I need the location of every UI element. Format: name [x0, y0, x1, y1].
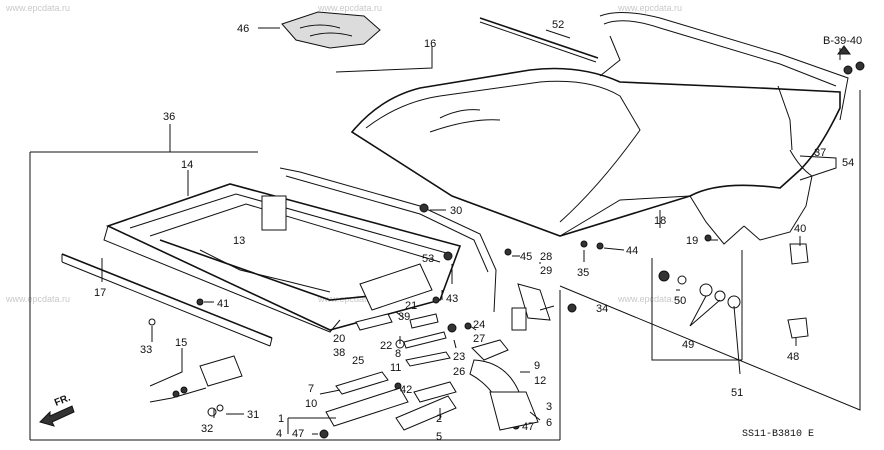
reference-label: B-39-40 [823, 35, 862, 47]
callout: 47 [292, 428, 304, 440]
callout: 28 [540, 251, 552, 263]
callout: 44 [626, 245, 638, 257]
diagram-code: SS11-B3810 E [742, 429, 814, 440]
small-parts [148, 61, 865, 439]
callout: 14 [181, 159, 193, 171]
callout: 46 [237, 23, 249, 35]
callout: 25 [352, 355, 364, 367]
callout: 18 [654, 215, 666, 227]
callout: 21 [405, 300, 417, 312]
callout: 45 [520, 251, 532, 263]
right-group-outline [559, 90, 861, 411]
callout: 5 [436, 431, 442, 443]
top-frame-drawing [103, 167, 497, 333]
watermark: www.epcdata.ru [317, 3, 382, 13]
callout: 32 [201, 423, 213, 435]
watermark: www.epcdata.ru [617, 3, 682, 13]
callout: 26 [453, 366, 465, 378]
trim-pieces [325, 313, 539, 431]
frame-group-outline [29, 151, 561, 441]
leader-lines [101, 27, 841, 435]
callout: 35 [577, 267, 589, 279]
callout: 9 [534, 360, 540, 372]
callout: 3 [546, 401, 552, 413]
watermark: www.epcdata.ru [5, 3, 70, 13]
callout: 54 [842, 157, 854, 169]
callout-labels: 46 52 16 36 14 30 13 17 41 33 15 31 32 5… [94, 19, 854, 443]
part-52-drawing [479, 17, 599, 59]
callout: 38 [333, 347, 345, 359]
callout: 36 [163, 111, 175, 123]
callout: 43 [446, 293, 458, 305]
callout: 23 [453, 351, 465, 363]
callout: 2 [436, 413, 442, 425]
callout: 41 [217, 298, 229, 310]
callout: 6 [546, 417, 552, 429]
callout: 40 [794, 223, 806, 235]
part-15-drawing [149, 355, 243, 403]
callout: 42 [400, 384, 412, 396]
callout: 33 [140, 344, 152, 356]
callout: 48 [787, 351, 799, 363]
callout: 47 [522, 421, 534, 433]
callout: 49 [682, 339, 694, 351]
callout: 51 [731, 387, 743, 399]
callout: 24 [473, 319, 485, 331]
callout: 37 [814, 147, 826, 159]
callout: 30 [450, 205, 462, 217]
callout: 11 [390, 362, 401, 374]
callout: 8 [395, 348, 401, 360]
front-direction-label: FR. [53, 392, 72, 408]
up-arrow-icon [837, 45, 851, 55]
callout: 17 [94, 287, 106, 299]
callout: 31 [247, 409, 259, 421]
callout: 50 [674, 295, 686, 307]
callout: 34 [596, 303, 608, 315]
front-arrow-icon [39, 405, 75, 427]
watermark: www.epcdata.ru [317, 294, 382, 304]
callout: 22 [380, 340, 392, 352]
watermark: www.epcdata.ru [617, 294, 682, 304]
watermark: www.epcdata.ru [5, 294, 70, 304]
callout: 12 [534, 375, 546, 387]
callout: 19 [686, 235, 698, 247]
callout: 53 [422, 253, 434, 265]
callout: 29 [540, 265, 552, 277]
callout: 10 [305, 398, 317, 410]
callout: 13 [233, 235, 245, 247]
callout: 1 [278, 413, 284, 425]
callout: 7 [308, 383, 314, 395]
callout: 52 [552, 19, 564, 31]
callout: 16 [424, 38, 436, 50]
callout: 4 [276, 428, 282, 440]
callout: 20 [333, 333, 345, 345]
callout: 27 [473, 333, 485, 345]
callout: 39 [398, 311, 410, 323]
part-46-drawing [281, 11, 381, 49]
top-cover-drawing [350, 12, 849, 245]
watermarks: www.epcdata.ru www.epcdata.ru www.epcdat… [5, 3, 682, 304]
part-17-drawing [61, 253, 273, 347]
callout: 15 [175, 337, 187, 349]
